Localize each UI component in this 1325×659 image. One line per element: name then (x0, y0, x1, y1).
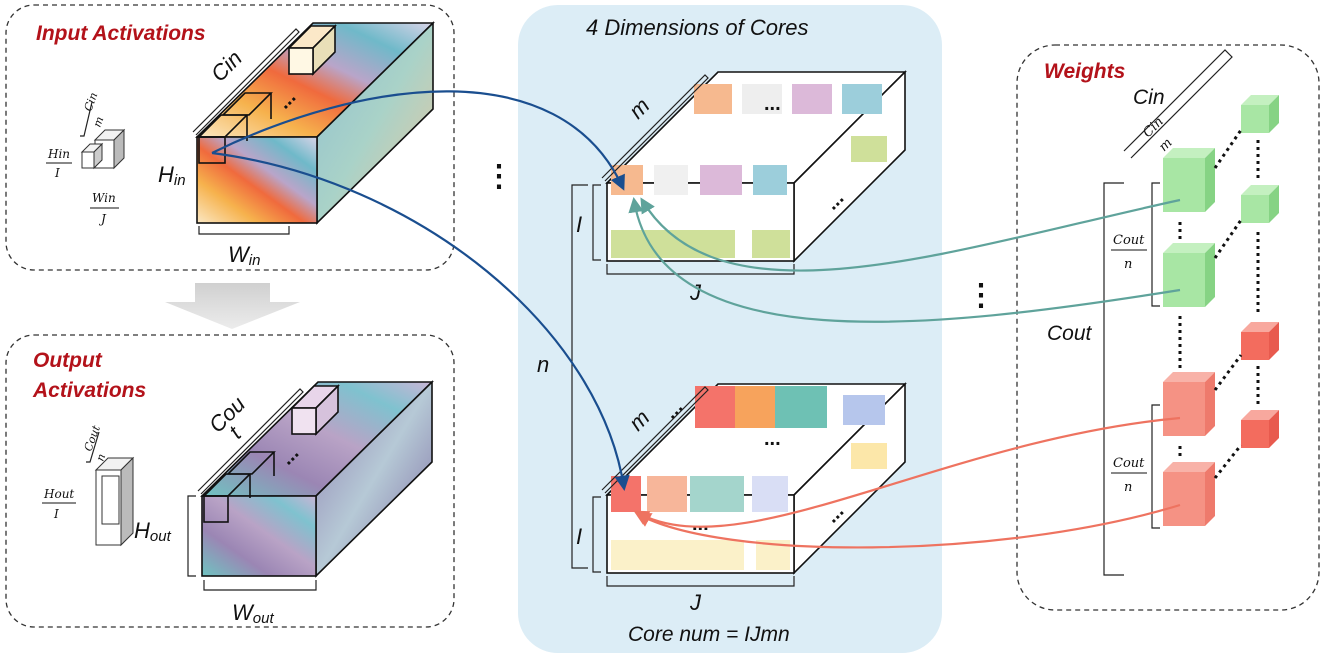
transform-down-arrow (165, 283, 300, 329)
top-m-bracket (601, 74, 709, 182)
red-weights-to-bottom-core-arrows (633, 416, 1181, 549)
weights-cout-n-bracket-top (1151, 182, 1160, 307)
bottom-m-bracket (601, 386, 709, 494)
weights-title: Weights (1044, 60, 1125, 83)
bottom-slab-cube-row (611, 386, 887, 570)
core-num-formula: Core num = IJmn (628, 623, 790, 646)
output-mini-stack-icon (94, 456, 135, 547)
svg-text:Cin: Cin (82, 91, 101, 113)
fraction-hin-over-i: Hin I (46, 147, 72, 180)
output-activations-panel: Output Activations Cout n Hout I (5, 334, 455, 628)
fraction-win-over-j: Win J (90, 191, 119, 226)
svg-text:I: I (54, 166, 60, 180)
input-activations-panel: Input Activations Cin m Hin I Win J (5, 4, 455, 271)
bottom-slab-ellipsis-h: ... (764, 428, 781, 450)
svg-text:Win: Win (92, 191, 116, 205)
vertical-ellipsis-right: ⋮ (966, 279, 996, 312)
fraction-cout-over-n-weights-top: Cout n (1111, 233, 1147, 272)
weights-cin-label: Cin (1133, 86, 1165, 109)
output-activations-title-line2: Activations (32, 379, 146, 402)
top-i-bracket (592, 184, 601, 261)
svg-text:n: n (94, 452, 109, 463)
output-wout-bracket (203, 580, 317, 591)
output-cout-bracket (197, 388, 304, 495)
svg-text:Hout: Hout (43, 487, 74, 501)
weights-panel: Weights Cin Cin m (1016, 44, 1320, 611)
output-activation-tensor: ... (200, 380, 434, 578)
svg-text:Cout: Cout (1113, 456, 1145, 471)
weights-cin-bracket (1123, 49, 1233, 159)
input-win-bracket (198, 226, 290, 235)
red-weight-cubes (1163, 322, 1279, 526)
weights-cout-label: Cout (1047, 322, 1093, 345)
input-cin-bracket (192, 28, 300, 136)
input-h-label: Hin (158, 162, 186, 189)
weights-cout-n-bracket-bottom (1151, 404, 1160, 529)
bottom-j-label: J (689, 590, 702, 615)
bottom-slab-ellipsis-c: ... (692, 513, 709, 535)
svg-text:Hin: Hin (47, 147, 70, 161)
cores-panel-title: 4 Dimensions of Cores (586, 15, 809, 40)
green-weights-to-top-core-arrows (628, 196, 1181, 323)
svg-text:I: I (53, 507, 59, 521)
bottom-j-bracket (606, 576, 795, 587)
n-label: n (537, 352, 549, 377)
weights-cout-bracket (1103, 182, 1124, 576)
fraction-hout-over-i: Hout I (42, 487, 76, 521)
cores-panel: 4 Dimensions of Cores ... ... (518, 5, 942, 653)
top-slab-ellipsis-h: ... (764, 93, 781, 115)
weights-dotted-lines (1178, 129, 1260, 479)
fraction-cin-over-m: Cin m (82, 91, 107, 129)
n-bracket (571, 184, 588, 569)
svg-text:n: n (1124, 257, 1132, 272)
top-j-bracket (606, 264, 795, 275)
output-h-label: Hout (134, 518, 172, 545)
bottom-i-label: I (576, 524, 582, 549)
input-to-core-arrows (211, 90, 630, 492)
svg-text:J: J (98, 212, 107, 226)
input-mini-cube-icon (80, 128, 126, 170)
fraction-cout-over-n-weights-bottom: Cout n (1111, 456, 1147, 495)
input-w-label: Win (228, 242, 260, 269)
input-activations-title: Input Activations (36, 22, 206, 45)
output-hout-bracket (187, 495, 196, 577)
output-w-label: Wout (232, 600, 274, 627)
output-activations-title-line1: Output (33, 349, 103, 372)
input-activation-tensor: ... (195, 21, 435, 225)
core-slab-bottom: ... ... ... ... (605, 382, 907, 575)
top-i-label: I (576, 212, 582, 237)
svg-text:Cout: Cout (1113, 233, 1145, 248)
svg-text:m: m (91, 115, 107, 129)
bottom-i-bracket (592, 496, 601, 573)
vertical-ellipsis-left: ⋮ (484, 160, 514, 193)
svg-text:n: n (1124, 480, 1132, 495)
